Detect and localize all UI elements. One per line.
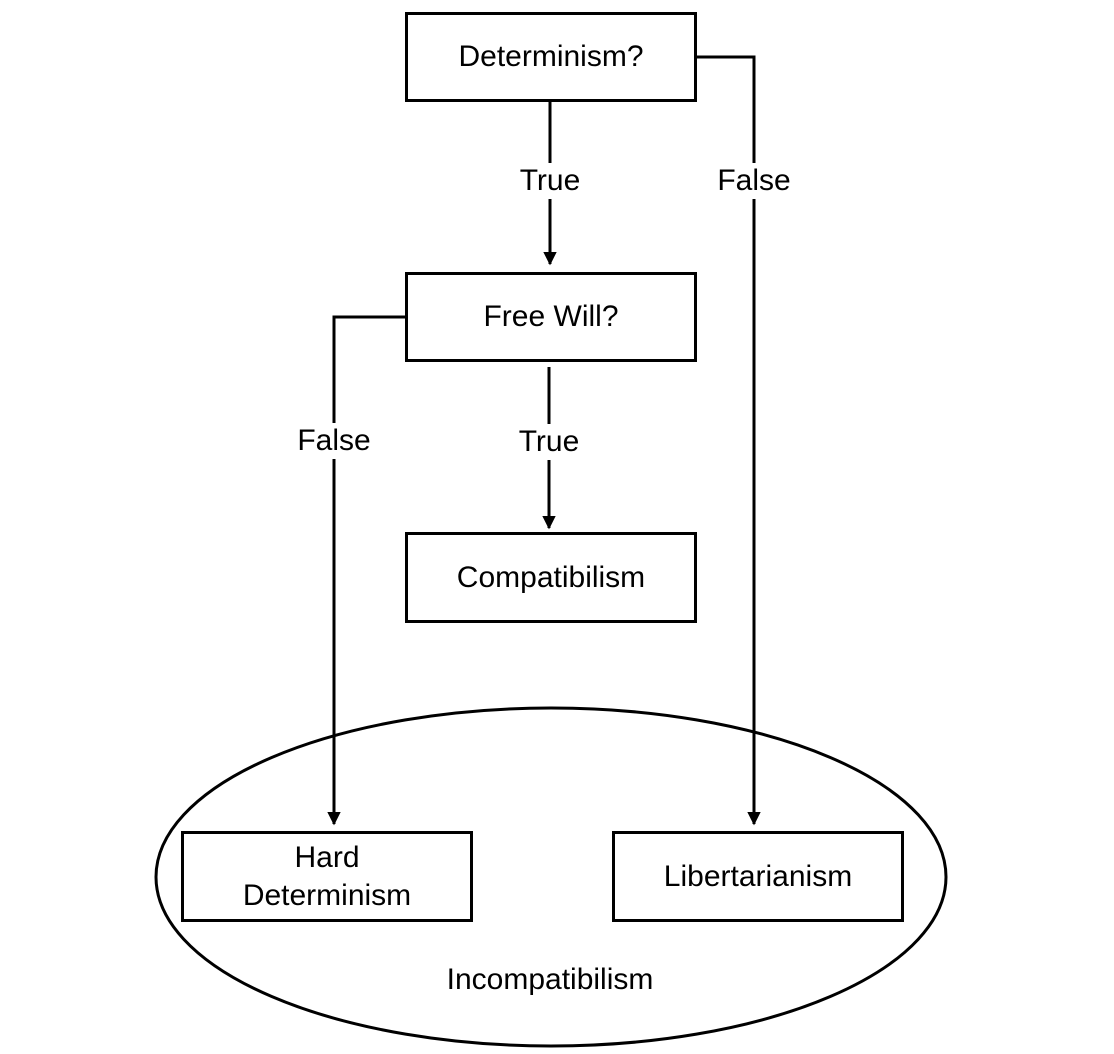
- incompatibilism-label: Incompatibilism: [446, 963, 654, 996]
- hard-determinism-label-line-1: Hard: [294, 840, 360, 874]
- compatibilism-node: Compatibilism: [405, 532, 697, 623]
- edge-free-will-false: [327, 315, 406, 826]
- libertarianism-node: Libertarianism: [612, 831, 904, 922]
- hard-determinism-label-line-2: Determinism: [242, 878, 412, 912]
- determinism-true-label: True: [515, 163, 585, 199]
- free-will-node-label: Free Will?: [483, 300, 619, 333]
- hard-determinism-node: Hard Determinism: [181, 831, 473, 922]
- determinism-node: Determinism?: [405, 12, 697, 102]
- incompatibilism-ellipse: [154, 706, 948, 1048]
- determinism-false-label: False: [713, 163, 795, 199]
- edge-determinism-false: [696, 55, 761, 826]
- free-will-node: Free Will?: [405, 272, 697, 362]
- compatibilism-node-label: Compatibilism: [456, 560, 646, 594]
- libertarianism-node-label: Libertarianism: [663, 859, 853, 893]
- free-will-true-label: True: [514, 424, 584, 460]
- determinism-node-label: Determinism?: [458, 40, 644, 73]
- free-will-false-label: False: [293, 423, 375, 459]
